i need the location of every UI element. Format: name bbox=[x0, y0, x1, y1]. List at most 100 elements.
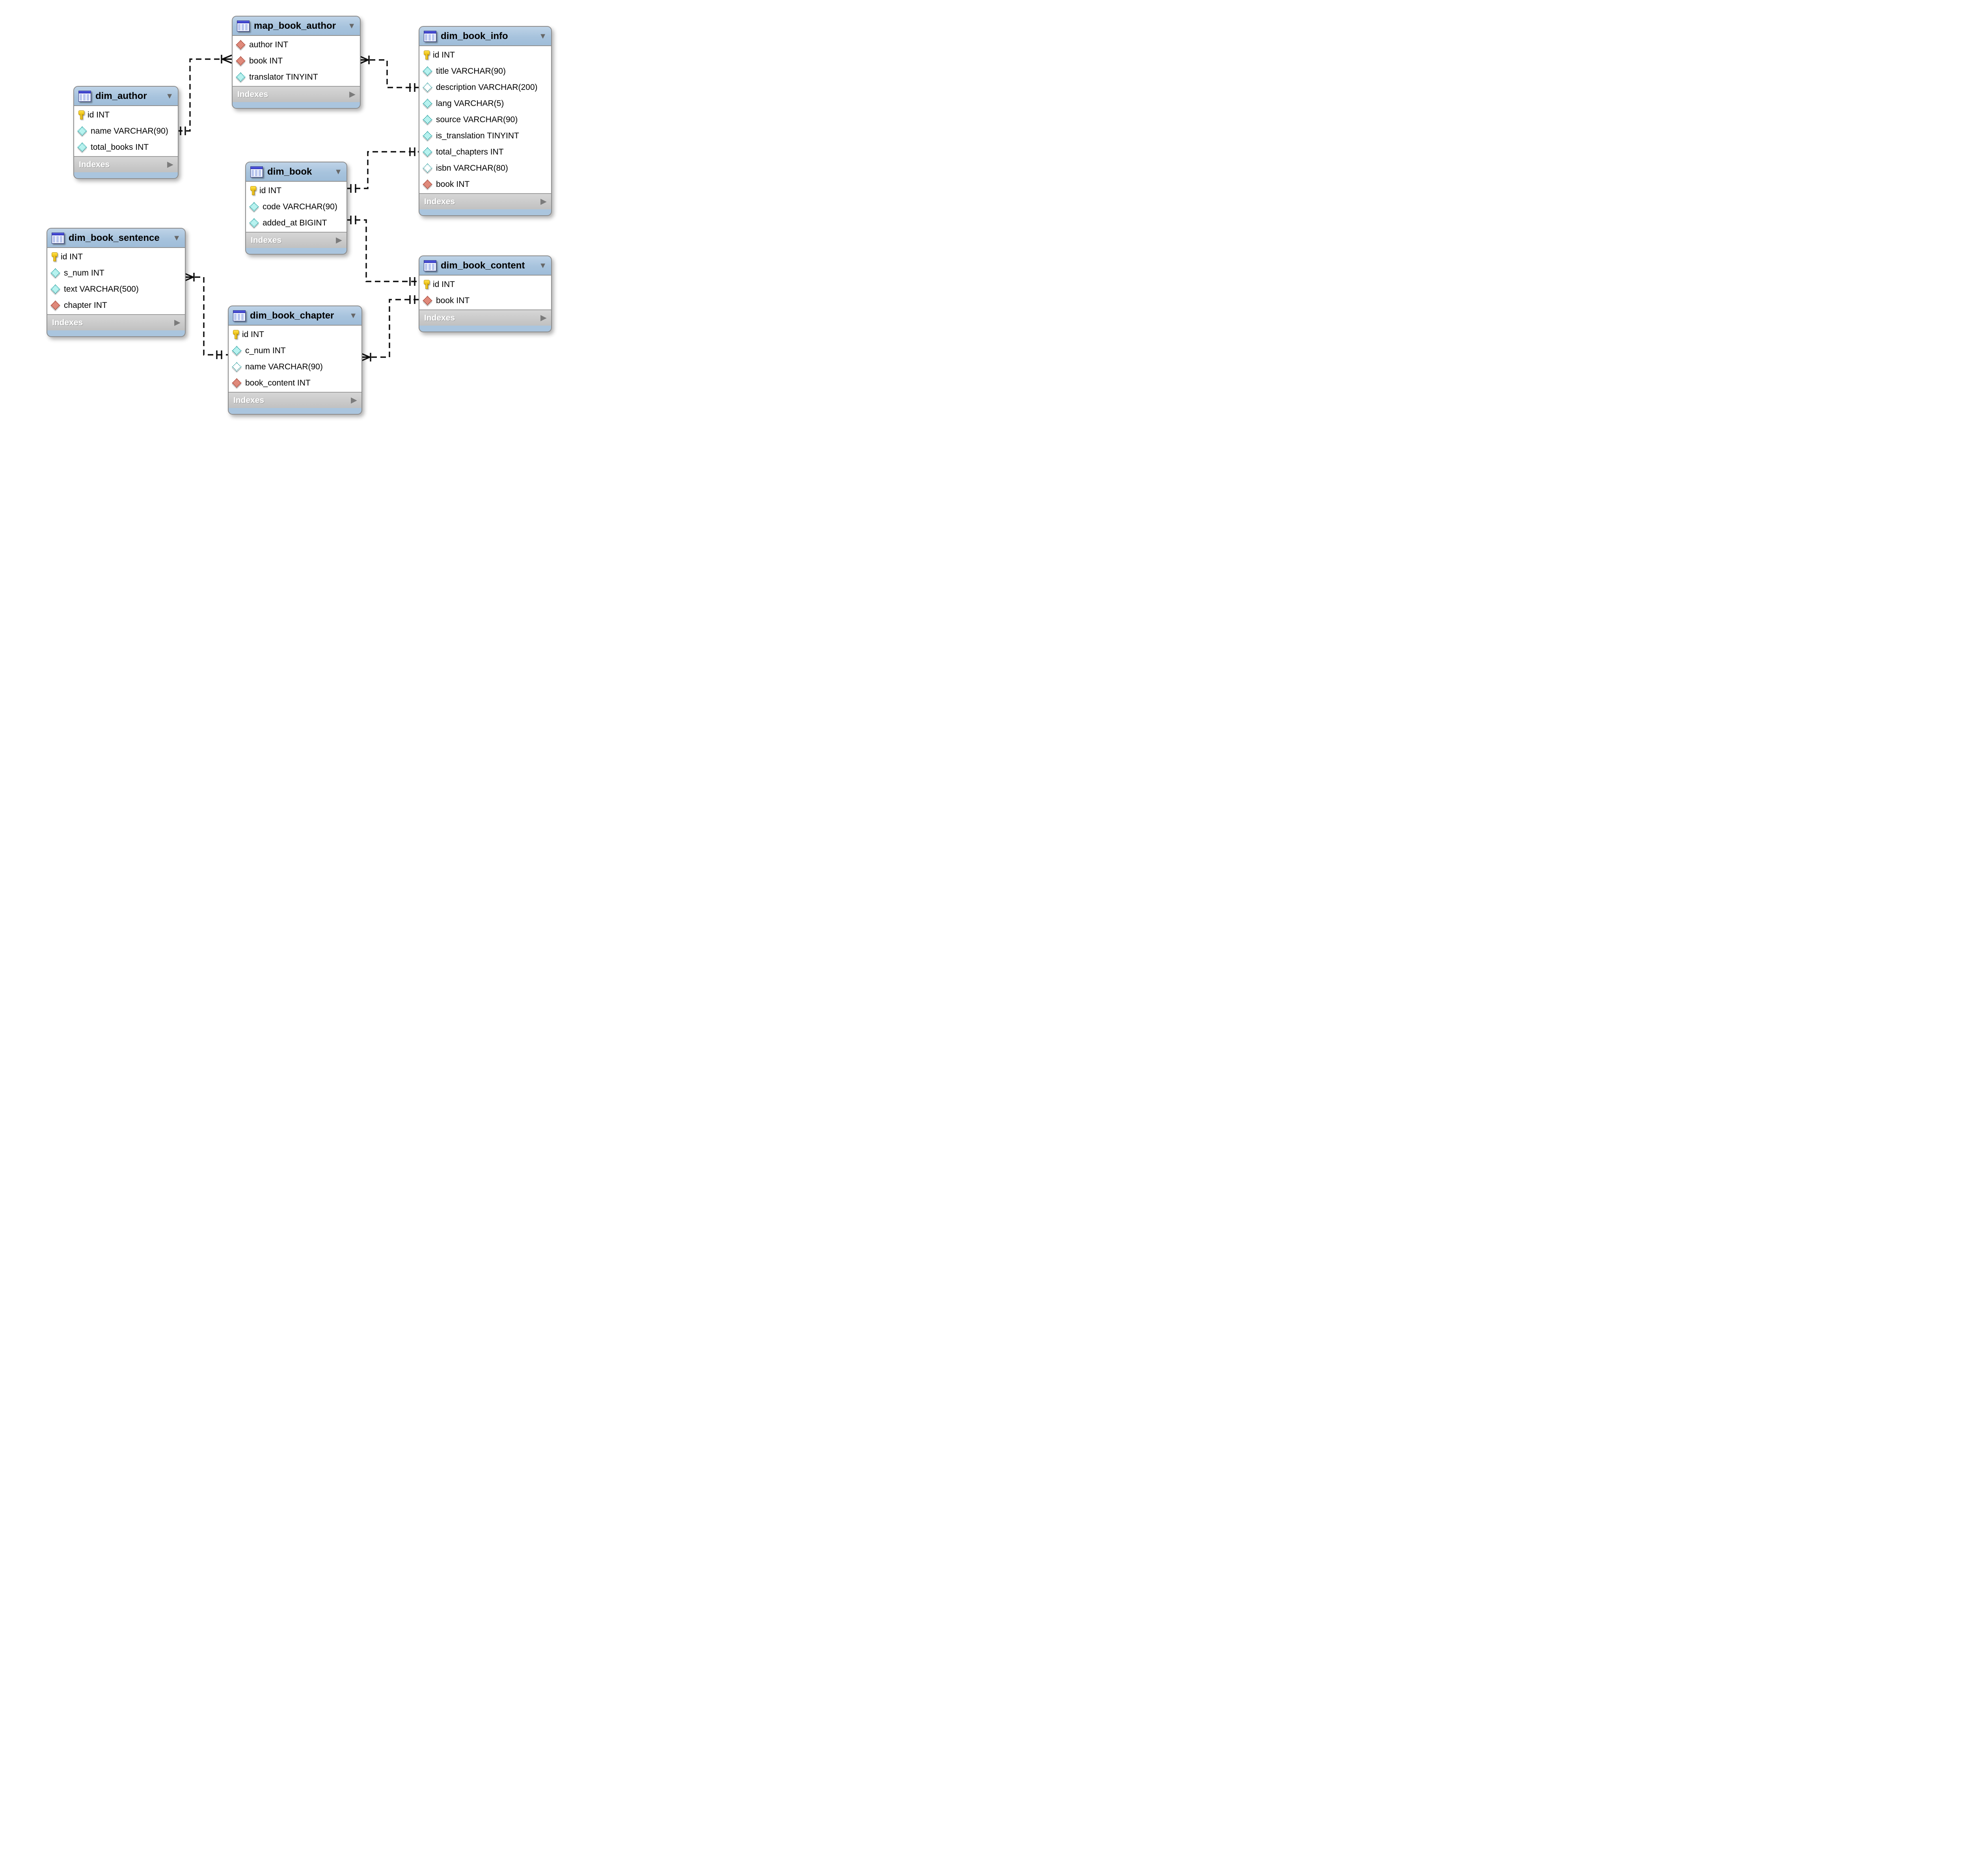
column-row[interactable]: title VARCHAR(90) bbox=[419, 63, 551, 79]
expand-arrow-icon[interactable]: ▶ bbox=[540, 314, 546, 322]
column-row[interactable]: lang VARCHAR(5) bbox=[419, 95, 551, 112]
expand-arrow-icon[interactable]: ▶ bbox=[167, 160, 173, 169]
indexes-section[interactable]: Indexes ▶ bbox=[233, 87, 360, 102]
table-dim_book_content[interactable]: dim_book_content ▼ id INT book INT Indexe… bbox=[419, 255, 552, 332]
column-label: text VARCHAR(500) bbox=[64, 284, 139, 294]
expand-arrow-icon[interactable]: ▶ bbox=[351, 396, 357, 404]
indexes-section[interactable]: Indexes ▶ bbox=[246, 233, 347, 248]
primary-key-icon bbox=[423, 279, 430, 289]
column-label: s_num INT bbox=[64, 268, 104, 278]
column-row[interactable]: is_translation TINYINT bbox=[419, 128, 551, 144]
column-diamond-icon bbox=[249, 218, 259, 228]
expand-arrow-icon[interactable]: ▶ bbox=[174, 319, 180, 327]
column-row[interactable]: total_books INT bbox=[74, 139, 178, 155]
column-row[interactable]: book INT bbox=[419, 176, 551, 192]
table-dim_author[interactable]: dim_author ▼ id INT name VARCHAR(90) total… bbox=[73, 86, 179, 179]
column-row[interactable]: chapter INT bbox=[47, 297, 185, 313]
column-row[interactable]: id INT bbox=[74, 107, 178, 123]
relationship-dim_book_sentence-dim_book_chapter[interactable] bbox=[184, 272, 228, 359]
expand-arrow-icon[interactable]: ▶ bbox=[349, 90, 355, 99]
column-row[interactable]: text VARCHAR(500) bbox=[47, 281, 185, 297]
column-row[interactable]: name VARCHAR(90) bbox=[74, 123, 178, 139]
column-diamond-icon bbox=[236, 72, 246, 82]
column-row[interactable]: source VARCHAR(90) bbox=[419, 112, 551, 128]
relationship-dim_book-dim_book_info[interactable] bbox=[346, 147, 419, 193]
column-label: id INT bbox=[433, 279, 455, 289]
column-label: id INT bbox=[433, 50, 455, 60]
collapse-arrow-icon[interactable]: ▼ bbox=[166, 91, 173, 101]
column-row[interactable]: translator TINYINT bbox=[233, 69, 360, 85]
column-row[interactable]: id INT bbox=[246, 183, 347, 199]
table-header[interactable]: map_book_author ▼ bbox=[233, 17, 360, 36]
table-header[interactable]: dim_book ▼ bbox=[246, 162, 347, 182]
table-dim_book[interactable]: dim_book ▼ id INT code VARCHAR(90) added_a… bbox=[245, 162, 347, 255]
table-title: dim_book_chapter bbox=[250, 310, 334, 321]
fk-diamond-icon bbox=[423, 296, 432, 306]
table-dim_book_sentence[interactable]: dim_book_sentence ▼ id INT s_num INT text … bbox=[47, 228, 186, 337]
indexes-section[interactable]: Indexes ▶ bbox=[47, 315, 185, 330]
column-row[interactable]: name VARCHAR(90) bbox=[229, 359, 361, 375]
indexes-section[interactable]: Indexes ▶ bbox=[229, 393, 361, 408]
collapse-arrow-icon[interactable]: ▼ bbox=[349, 311, 357, 320]
table-dim_book_info[interactable]: dim_book_info ▼ id INT title VARCHAR(90)d… bbox=[419, 26, 552, 216]
column-row[interactable]: code VARCHAR(90) bbox=[246, 199, 347, 215]
column-diamond-icon bbox=[249, 202, 259, 212]
indexes-label: Indexes bbox=[424, 197, 455, 206]
relationship-map_book_author-dim_book_info[interactable] bbox=[359, 55, 419, 92]
relationship-dim_book_chapter-dim_book_content[interactable] bbox=[360, 295, 419, 362]
relationship-dim_book-dim_book_content[interactable] bbox=[346, 216, 419, 286]
column-diamond-icon bbox=[423, 147, 432, 157]
indexes-section[interactable]: Indexes ▶ bbox=[419, 310, 551, 326]
column-row[interactable]: isbn VARCHAR(80) bbox=[419, 160, 551, 176]
table-icon bbox=[237, 20, 250, 32]
column-row[interactable]: id INT bbox=[47, 249, 185, 265]
column-row[interactable]: id INT bbox=[229, 326, 361, 343]
column-label: code VARCHAR(90) bbox=[263, 202, 337, 211]
column-row[interactable]: added_at BIGINT bbox=[246, 215, 347, 231]
table-header[interactable]: dim_book_content ▼ bbox=[419, 256, 551, 276]
fk-diamond-icon bbox=[423, 179, 432, 189]
column-row[interactable]: book_content INT bbox=[229, 375, 361, 391]
fk-diamond-icon bbox=[236, 56, 246, 66]
indexes-section[interactable]: Indexes ▶ bbox=[419, 194, 551, 209]
collapse-arrow-icon[interactable]: ▼ bbox=[334, 167, 342, 176]
table-header[interactable]: dim_author ▼ bbox=[74, 87, 178, 106]
column-diamond-icon bbox=[50, 268, 60, 278]
indexes-label: Indexes bbox=[251, 235, 282, 245]
relationship-dim_author-map_book_author[interactable] bbox=[177, 54, 232, 135]
column-row[interactable]: description VARCHAR(200) bbox=[419, 79, 551, 95]
column-row[interactable]: id INT bbox=[419, 47, 551, 63]
table-header[interactable]: dim_book_info ▼ bbox=[419, 27, 551, 46]
collapse-arrow-icon[interactable]: ▼ bbox=[539, 261, 547, 270]
collapse-arrow-icon[interactable]: ▼ bbox=[539, 32, 547, 41]
collapse-arrow-icon[interactable]: ▼ bbox=[348, 21, 356, 30]
column-row[interactable]: book INT bbox=[233, 53, 360, 69]
column-label: isbn VARCHAR(80) bbox=[436, 163, 508, 173]
column-label: book_content INT bbox=[245, 378, 311, 387]
expand-arrow-icon[interactable]: ▶ bbox=[336, 236, 342, 244]
indexes-section[interactable]: Indexes ▶ bbox=[74, 157, 178, 172]
column-row[interactable]: id INT bbox=[419, 276, 551, 292]
expand-arrow-icon[interactable]: ▶ bbox=[540, 197, 546, 206]
fk-diamond-icon bbox=[50, 300, 60, 310]
table-header[interactable]: dim_book_sentence ▼ bbox=[47, 229, 185, 248]
column-row[interactable]: s_num INT bbox=[47, 265, 185, 281]
column-label: name VARCHAR(90) bbox=[91, 126, 168, 136]
column-label: is_translation TINYINT bbox=[436, 131, 519, 140]
column-row[interactable]: total_chapters INT bbox=[419, 144, 551, 160]
table-title: map_book_author bbox=[254, 20, 336, 31]
columns-list: id INT book INT bbox=[419, 276, 551, 310]
column-row[interactable]: c_num INT bbox=[229, 343, 361, 359]
column-label: id INT bbox=[88, 110, 110, 119]
table-header[interactable]: dim_book_chapter ▼ bbox=[229, 306, 361, 326]
primary-key-icon bbox=[250, 186, 256, 196]
column-row[interactable]: author INT bbox=[233, 37, 360, 53]
collapse-arrow-icon[interactable]: ▼ bbox=[173, 233, 181, 242]
table-title: dim_book_content bbox=[441, 260, 525, 271]
column-row[interactable]: book INT bbox=[419, 292, 551, 309]
